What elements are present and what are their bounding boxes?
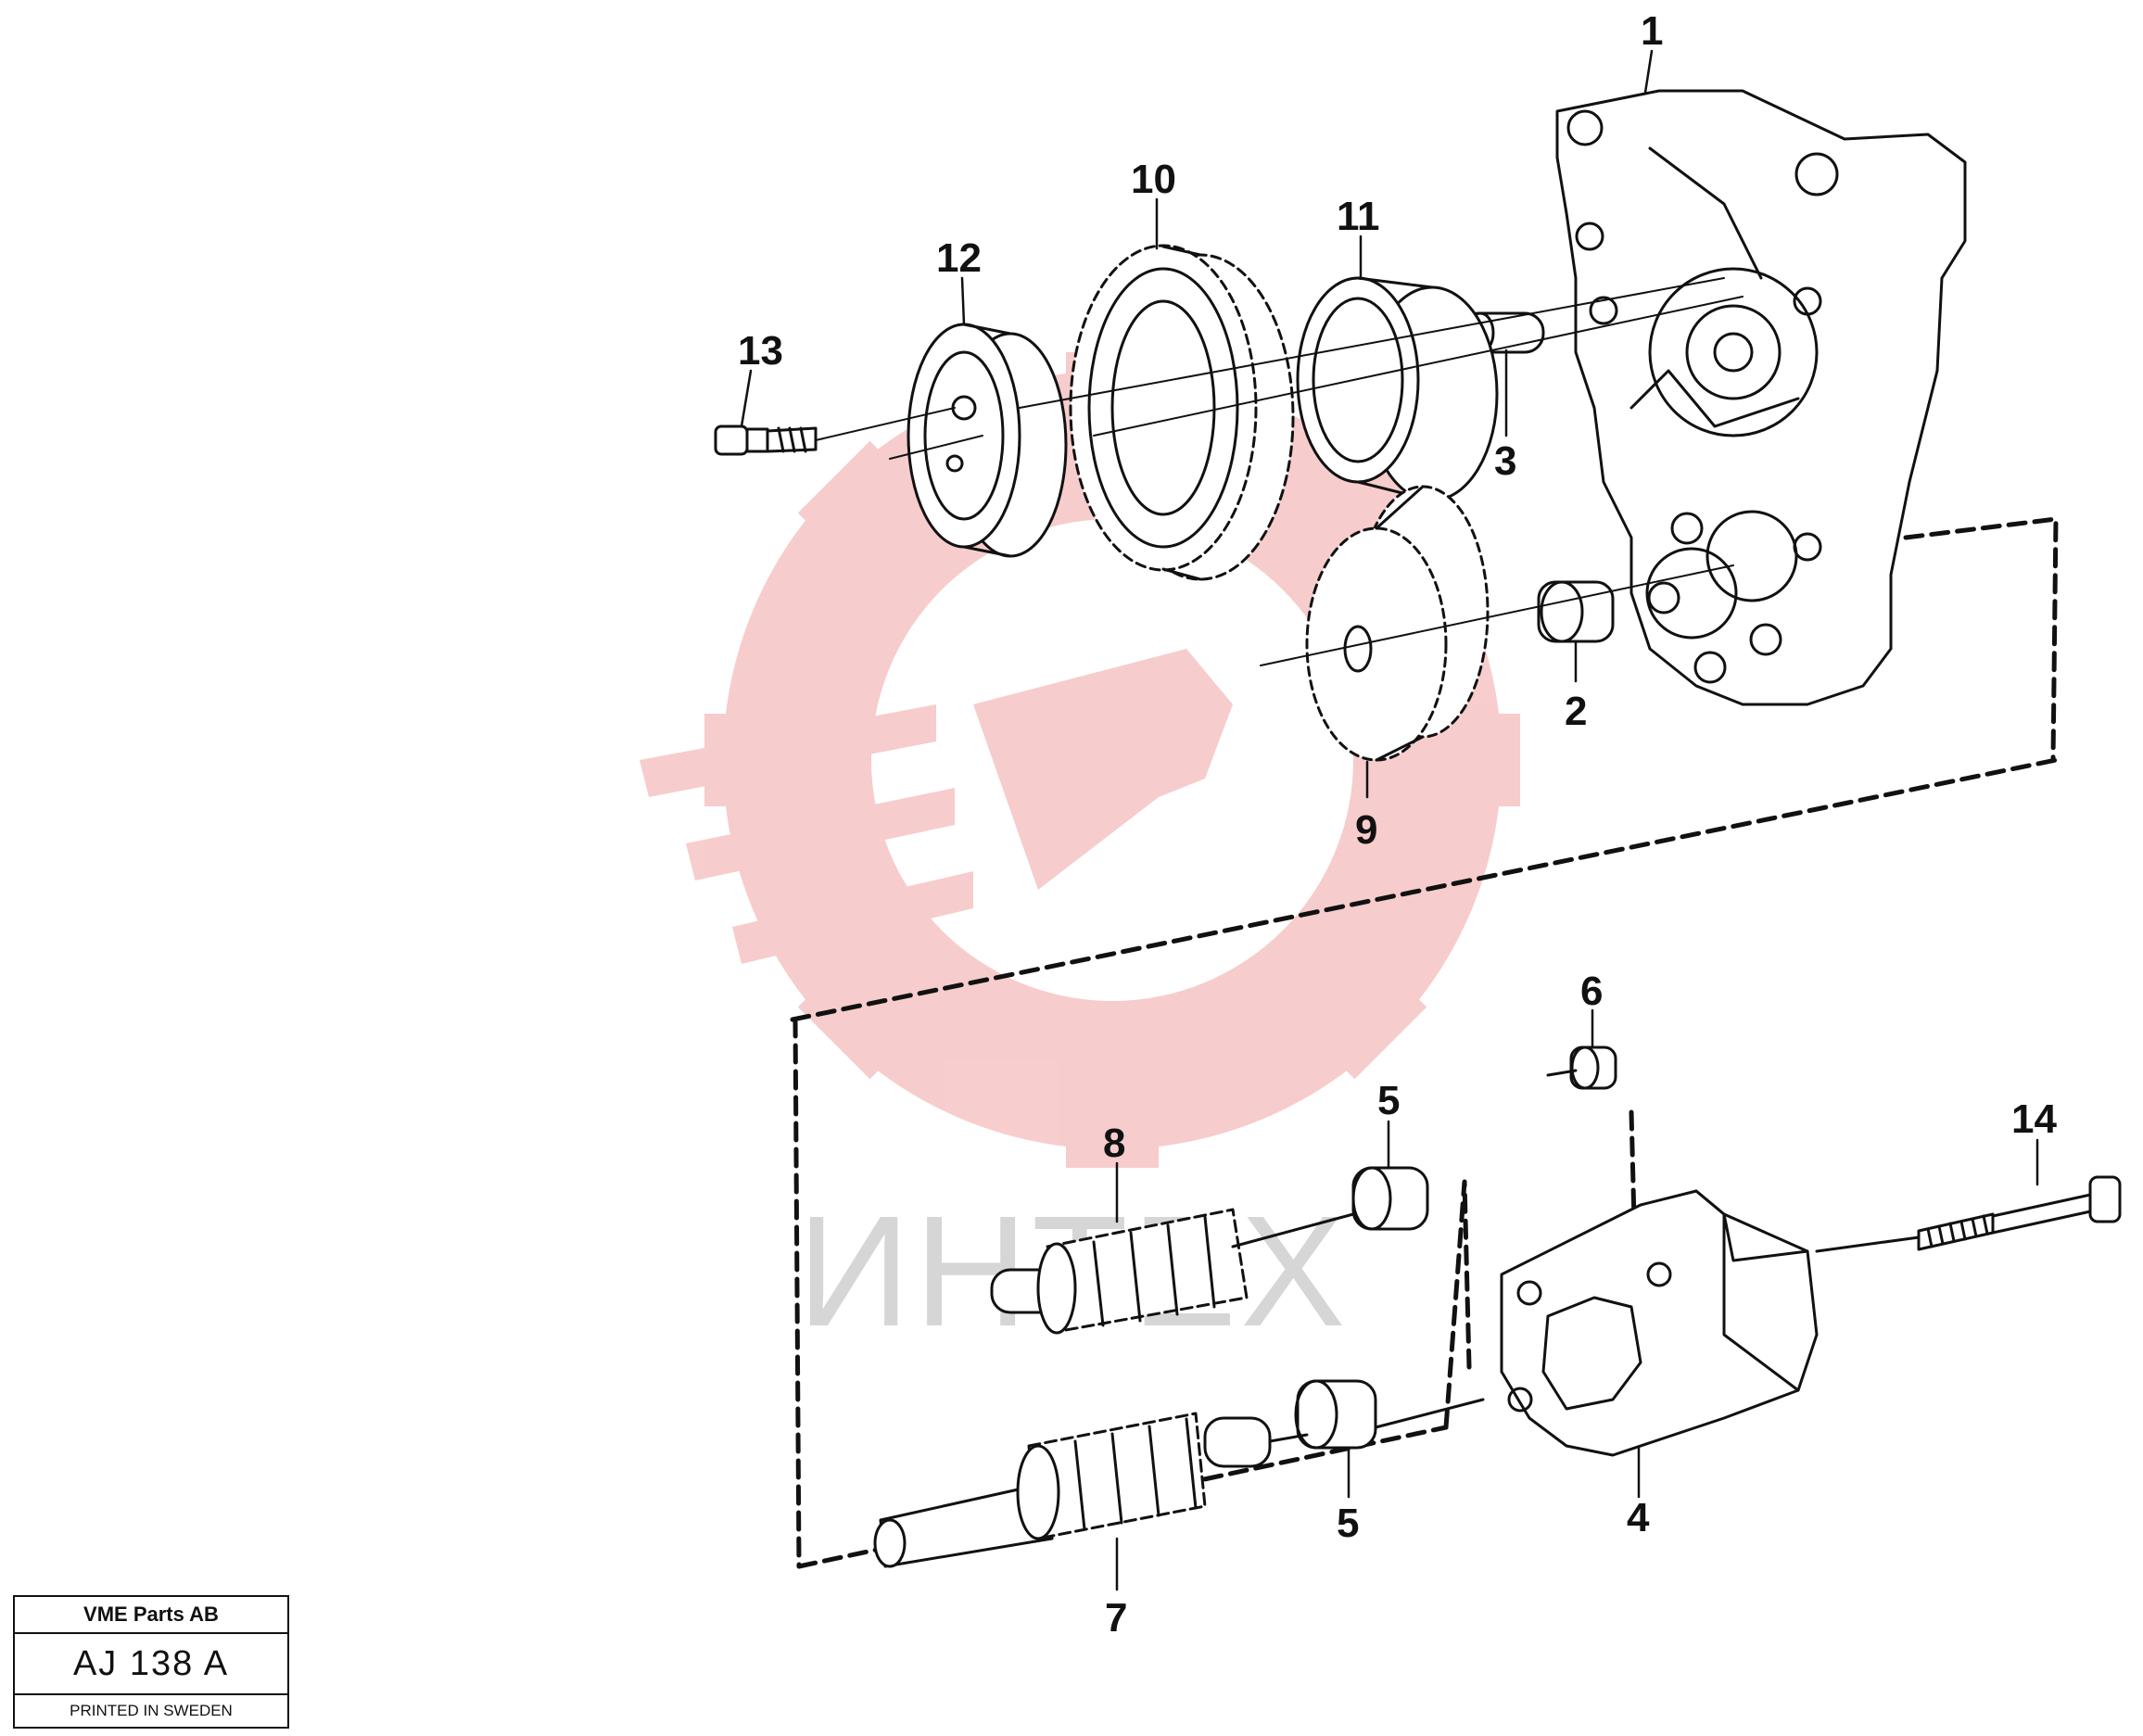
callout-5-lower: 5 bbox=[1337, 1501, 1359, 1546]
callout-13: 13 bbox=[738, 328, 783, 374]
callout-7: 7 bbox=[1105, 1595, 1127, 1641]
part-5-upper-bushing bbox=[1351, 1166, 1429, 1231]
part-6-small-bushing bbox=[1546, 1045, 1617, 1090]
line-art bbox=[714, 49, 2122, 1591]
part-2-bushing bbox=[1537, 580, 1615, 643]
watermark-gear-logo bbox=[640, 352, 1520, 1168]
callout-3: 3 bbox=[1494, 438, 1516, 484]
part-9-small-gear bbox=[1305, 485, 1490, 762]
part-11-bearing-ring bbox=[1296, 276, 1499, 502]
callout-leaders bbox=[740, 49, 2039, 1591]
part-12-hub bbox=[907, 323, 1068, 558]
stamp-company: VME Parts AB bbox=[15, 1597, 287, 1634]
part-7-lower-pump-gear bbox=[873, 1398, 1485, 1568]
vme-stamp: VME Parts AB AJ 138 A PRINTED IN SWEDEN bbox=[13, 1595, 289, 1729]
callout-9: 9 bbox=[1355, 807, 1377, 853]
part-10-large-gear bbox=[1069, 244, 1295, 581]
stamp-code: AJ 138 A bbox=[15, 1634, 287, 1695]
callout-11: 11 bbox=[1337, 194, 1380, 239]
callout-labels: 1 10 11 12 13 3 2 9 6 5 8 14 5 4 7 bbox=[738, 8, 2057, 1641]
callout-5-upper: 5 bbox=[1377, 1078, 1400, 1123]
part-1-housing bbox=[1555, 89, 1967, 706]
callout-8: 8 bbox=[1103, 1121, 1125, 1166]
callout-4: 4 bbox=[1627, 1495, 1650, 1540]
part-4-pump-housing bbox=[1500, 1189, 1819, 1457]
callout-12: 12 bbox=[936, 235, 982, 281]
part-8-upper-pump-gear bbox=[990, 1208, 1355, 1335]
callout-6: 6 bbox=[1580, 969, 1603, 1014]
part-14-long-bolt bbox=[1815, 1175, 2122, 1253]
stamp-printed: PRINTED IN SWEDEN bbox=[70, 1702, 233, 1719]
part-13-bolt bbox=[714, 424, 818, 456]
callout-10: 10 bbox=[1131, 157, 1176, 202]
callout-1: 1 bbox=[1641, 8, 1663, 54]
part-5-lower-bushing bbox=[1294, 1379, 1377, 1450]
callout-14: 14 bbox=[2011, 1096, 2057, 1142]
callout-2: 2 bbox=[1565, 689, 1587, 734]
upper-axis-lines bbox=[815, 277, 1744, 666]
